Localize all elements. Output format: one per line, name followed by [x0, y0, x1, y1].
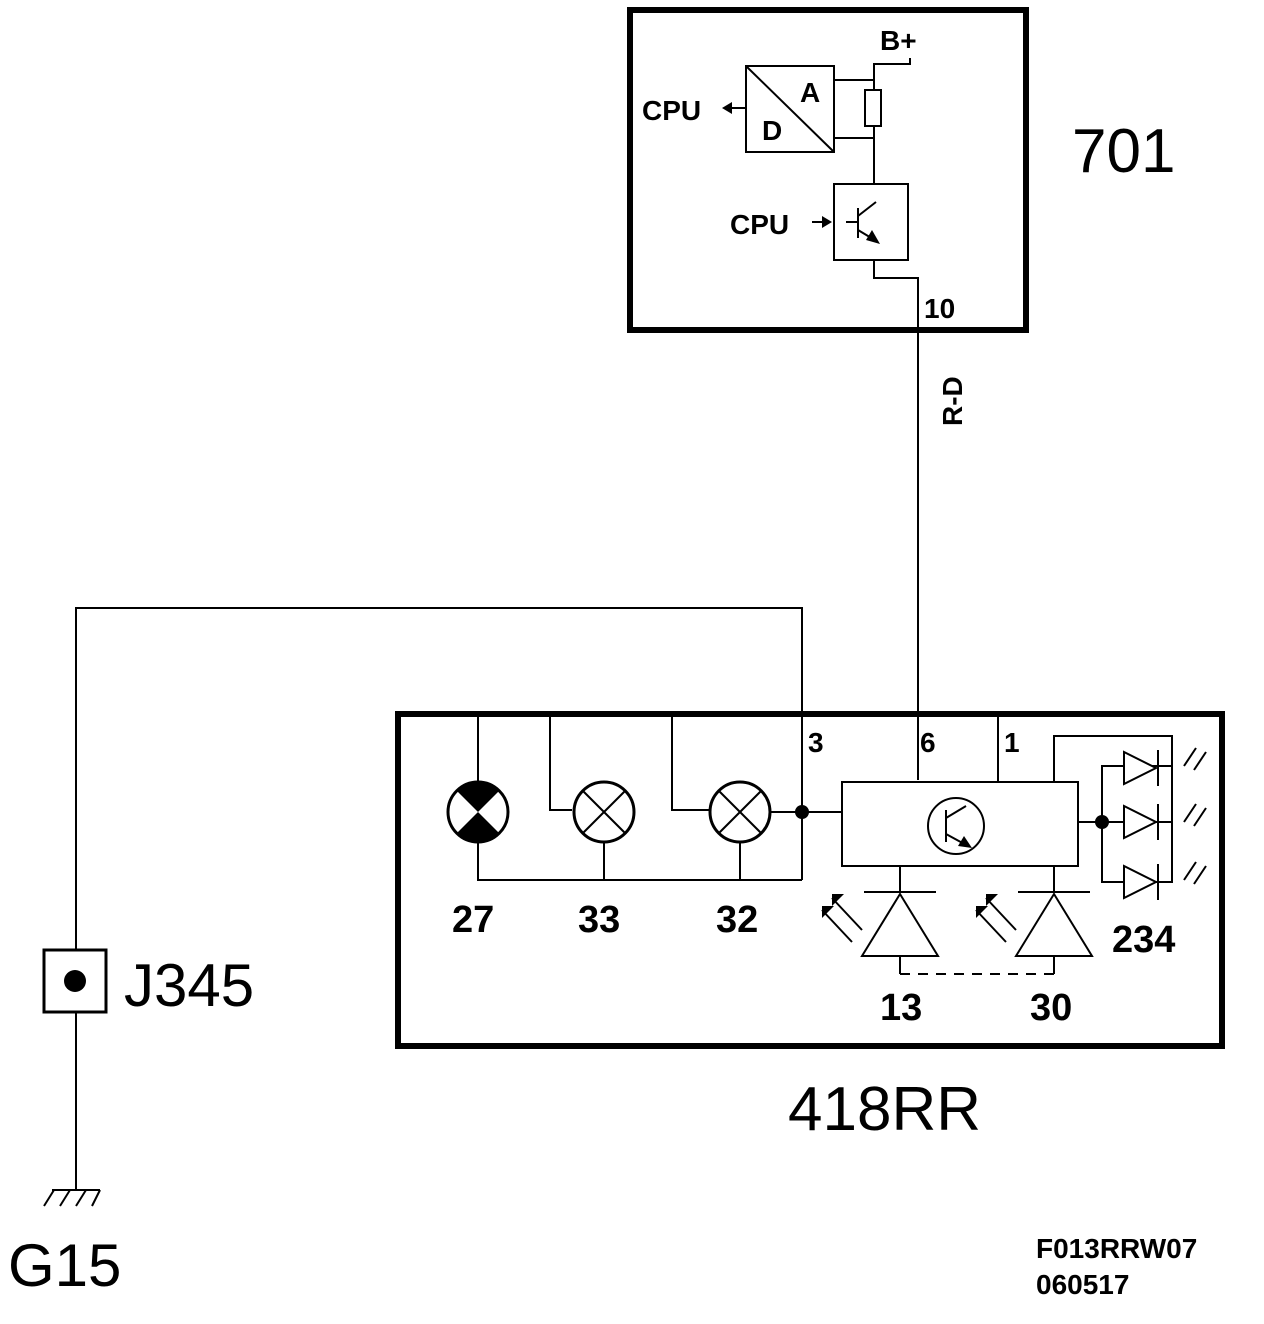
- module-701-label: 701: [1072, 117, 1175, 186]
- module-418rr-label: 418RR: [788, 1075, 981, 1144]
- lamp-33-icon: [572, 780, 636, 844]
- module-701-border: [627, 7, 1029, 333]
- pin-27-label: 27: [452, 899, 494, 941]
- junction-dot: [795, 805, 809, 819]
- pin-234-label: 234: [1112, 919, 1175, 961]
- module-418rr-border: [395, 711, 1225, 1049]
- electronic-block: [841, 781, 1079, 867]
- pin-6-label: 6: [920, 727, 936, 758]
- led-array-icon: [1123, 747, 1207, 900]
- photodiode-30-icon: [975, 866, 1094, 974]
- connector-j345: [42, 948, 108, 1014]
- pin-32-label: 32: [716, 899, 758, 941]
- wire-color-label: R-D: [937, 376, 968, 426]
- pin-30-label: 30: [1030, 987, 1072, 1029]
- photodiode-13-icon: [821, 866, 940, 974]
- cpu-output-arrow-icon: [722, 102, 746, 114]
- bplus-label: B+: [880, 25, 917, 56]
- phototransistor-icon: [927, 797, 985, 855]
- cpu-output-label: CPU: [642, 95, 701, 126]
- pullup-resistor: [864, 89, 882, 127]
- pin-3-label: 3: [808, 727, 824, 758]
- module-701: B+ CPU CPU A D 10 701: [627, 7, 1175, 333]
- cpu-input-arrow-icon: [812, 216, 832, 228]
- pin-1-label: 1: [1004, 727, 1020, 758]
- lamp-32-icon: [708, 780, 772, 844]
- lamp-27-icon: [446, 780, 510, 844]
- pin-33-label: 33: [578, 899, 620, 941]
- drawing-date: 060517: [1036, 1269, 1129, 1300]
- ground-wire: [75, 607, 803, 1190]
- ground-icon: [43, 1189, 101, 1207]
- ad-converter: [745, 65, 835, 153]
- connector-label: J345: [124, 952, 254, 1019]
- ground-label: G15: [8, 1232, 121, 1299]
- drawing-code: F013RRW07: [1036, 1233, 1197, 1264]
- adc-a-label: A: [800, 77, 820, 108]
- output-transistor: [833, 183, 909, 261]
- bplus-wire: [834, 58, 911, 81]
- module-418rr: 3 6 1 27 33 32 13 30 234: [395, 711, 1225, 1049]
- cpu-input-label: CPU: [730, 209, 789, 240]
- adc-d-label: D: [762, 115, 782, 146]
- pin-13-label: 13: [880, 987, 922, 1029]
- pin-10-label: 10: [924, 293, 955, 324]
